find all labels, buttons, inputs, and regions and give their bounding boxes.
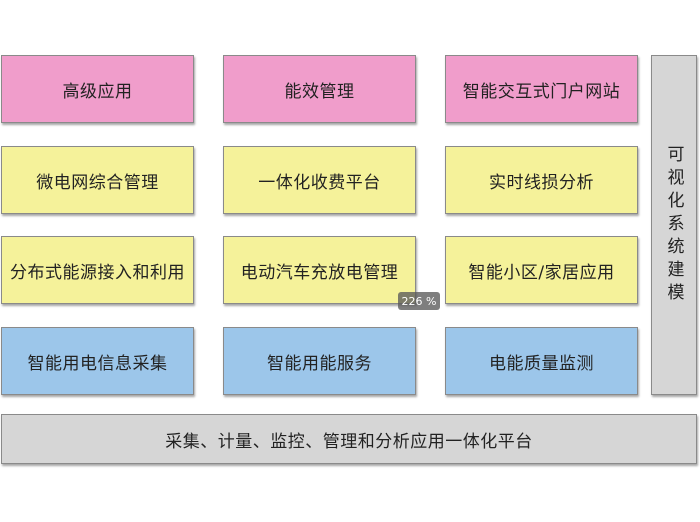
zoom-indicator: 226 % [398, 292, 440, 310]
box-smart-metering: 智能用电信息采集 [1, 327, 194, 395]
box-energy-efficiency-management: 能效管理 [223, 55, 416, 123]
box-distributed-energy: 分布式能源接入和利用 [1, 236, 194, 304]
box-ev-charging-management: 电动汽车充放电管理 [223, 236, 416, 304]
box-power-quality-monitoring: 电能质量监测 [445, 327, 638, 395]
box-advanced-applications: 高级应用 [1, 55, 194, 123]
box-unified-billing-platform: 一体化收费平台 [223, 146, 416, 214]
box-smart-energy-services: 智能用能服务 [223, 327, 416, 395]
box-interactive-portal: 智能交互式门户网站 [445, 55, 638, 123]
box-integrated-platform: 采集、计量、监控、管理和分析应用一体化平台 [1, 414, 697, 464]
box-smart-home: 智能小区/家居应用 [445, 236, 638, 304]
box-line-loss-analysis: 实时线损分析 [445, 146, 638, 214]
box-microgrid-management: 微电网综合管理 [1, 146, 194, 214]
box-visualization-modeling: 可视化系统建模 [651, 55, 697, 395]
